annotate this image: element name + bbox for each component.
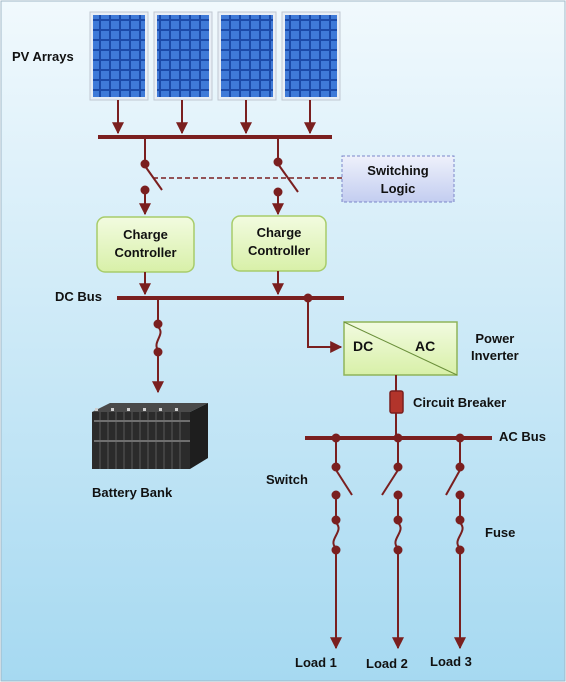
circuit-breaker-symbol — [389, 390, 404, 414]
dc-bus-label: DC Bus — [55, 289, 102, 304]
panel-connections — [112, 100, 316, 135]
circuit-breaker-label: Circuit Breaker — [413, 395, 507, 410]
pv-arrays-label: PV Arrays — [12, 49, 74, 64]
load-branch-3 — [445, 433, 466, 650]
inverter-feed — [303, 293, 343, 353]
fuse-symbol-icon — [152, 298, 164, 394]
solar-panel-icon — [153, 11, 213, 101]
battery-bank-label: Battery Bank — [92, 485, 173, 500]
switch-label: Switch — [266, 472, 308, 487]
switch-symbol-icon — [272, 137, 299, 216]
inverter-ac-label: AC — [415, 338, 436, 354]
inverter-dc-label: DC — [353, 338, 374, 354]
switching-logic-box — [341, 155, 455, 203]
power-inverter-label: Power Inverter — [471, 331, 519, 363]
charge-controller-1-label: Charge Controller — [114, 227, 177, 260]
ac-bus-label: AC Bus — [499, 429, 546, 444]
load-branch-1 — [330, 433, 353, 650]
solar-panel-icon — [217, 11, 277, 101]
solar-panel-icon — [89, 11, 149, 101]
switching-logic-label: Switching Logic — [367, 163, 429, 196]
power-inverter-box — [343, 321, 458, 376]
solar-panel-icon — [281, 11, 341, 101]
load-3-label: Load 3 — [430, 654, 472, 669]
switch-symbol-icon — [139, 137, 163, 216]
charge-controller-2-label: Charge Controller — [247, 225, 311, 258]
controller-connections — [139, 271, 284, 296]
load-branch-2 — [381, 433, 404, 650]
load-1-label: Load 1 — [295, 655, 337, 670]
load-2-label: Load 2 — [366, 656, 408, 671]
battery-bank-icon — [92, 403, 208, 469]
fuse-label: Fuse — [485, 525, 516, 540]
